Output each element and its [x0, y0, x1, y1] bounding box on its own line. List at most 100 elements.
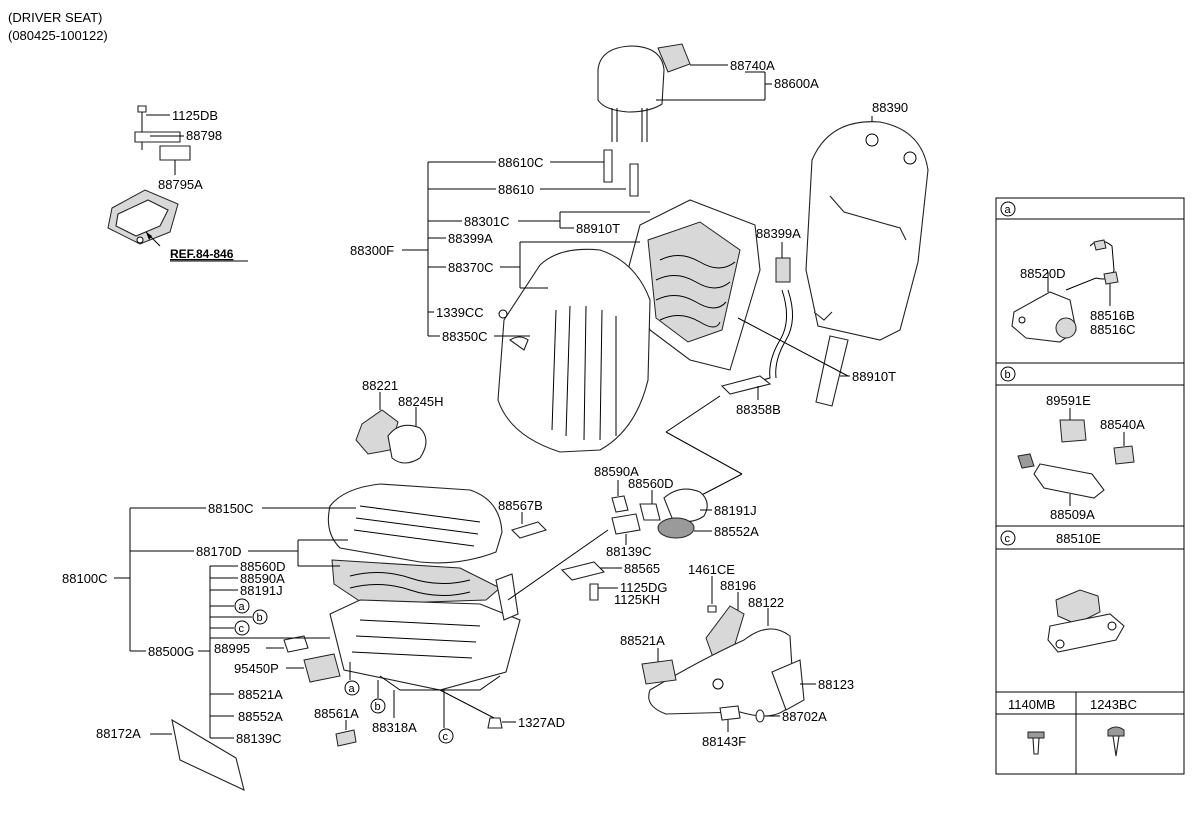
- part-88995-drawing: [283, 635, 309, 653]
- legend-callout-c-text: c: [1005, 533, 1011, 545]
- label-88552A-left: 88552A: [238, 709, 283, 724]
- label-88100C: 88100C: [62, 571, 108, 586]
- label-88399A-left: 88399A: [448, 231, 493, 246]
- label-88740A: 88740A: [730, 58, 775, 73]
- legend-callout-a-text: a: [1005, 204, 1012, 216]
- label-1125KH: 1125KH: [614, 592, 660, 607]
- label-88390: 88390: [872, 100, 908, 115]
- seatback-cushion-drawing: [497, 248, 651, 453]
- module-89591E-drawing: [1017, 419, 1135, 499]
- label-88567B: 88567B: [498, 498, 543, 513]
- part-88172A-drawing: [171, 718, 245, 791]
- label-88139C-left: 88139C: [236, 731, 282, 746]
- callout-b-frame-text: b: [375, 701, 381, 713]
- legend-88516C: 88516C: [1090, 322, 1136, 337]
- reference-link[interactable]: REF.84-846: [170, 247, 234, 261]
- label-88798: 88798: [186, 128, 222, 143]
- motor-88520D-drawing: [1011, 239, 1119, 343]
- label-88245H: 88245H: [398, 394, 444, 409]
- callout-c-frame-text: c: [443, 731, 449, 743]
- label-88196: 88196: [720, 578, 756, 593]
- label-88610: 88610: [498, 182, 534, 197]
- legend-callout-b-text: b: [1005, 369, 1011, 381]
- legend-screw-1243BC: 1243BC: [1090, 697, 1137, 712]
- legend-88516B: 88516B: [1090, 308, 1135, 323]
- diagram-date-range: (080425-100122): [8, 28, 108, 43]
- bracket-assembly-drawing: [107, 105, 191, 247]
- callout-b-frame: [370, 698, 386, 714]
- legend-callout-b: [1000, 366, 1016, 382]
- callout-c-left: [234, 620, 250, 636]
- label-88191J-right: 88191J: [714, 503, 757, 518]
- label-88221: 88221: [362, 378, 398, 393]
- callout-a-left-text: a: [239, 601, 246, 613]
- legend-screw-1140MB: 1140MB: [1008, 697, 1055, 712]
- label-88521A-left: 88521A: [238, 687, 283, 702]
- label-88143F: 88143F: [702, 734, 746, 749]
- label-88139C-right: 88139C: [606, 544, 652, 559]
- label-88170D: 88170D: [196, 544, 242, 559]
- legend-88510E: 88510E: [1056, 531, 1101, 546]
- label-1461CE: 1461CE: [688, 562, 735, 577]
- back-panel-drawing: [805, 121, 929, 341]
- label-88172A: 88172A: [96, 726, 141, 741]
- label-88521A-right: 88521A: [620, 633, 665, 648]
- label-88995: 88995: [214, 641, 250, 656]
- label-88561A: 88561A: [314, 706, 359, 721]
- label-88370C: 88370C: [448, 260, 494, 275]
- label-88399A-right: 88399A: [756, 226, 801, 241]
- screw-1140MB-icon: [1027, 731, 1045, 755]
- motor-88510E-drawing: [1047, 589, 1125, 653]
- callout-a-frame: [344, 680, 360, 696]
- callout-a-frame-text: a: [349, 683, 356, 695]
- legend-panel: [995, 197, 1185, 775]
- seat-cushion-drawing: [327, 483, 503, 605]
- label-1327AD: 1327AD: [518, 715, 565, 730]
- label-88300F: 88300F: [350, 243, 394, 258]
- label-88123: 88123: [818, 677, 854, 692]
- callout-b-left-text: b: [257, 612, 263, 624]
- label-88590A-top: 88590A: [594, 464, 639, 479]
- part-88565-drawing: [560, 561, 606, 581]
- legend-callout-a: [1000, 201, 1016, 217]
- label-88358B: 88358B: [736, 402, 781, 417]
- wiring-harness-drawing: [720, 257, 793, 395]
- seat-frame-drawing: [329, 573, 521, 691]
- bolt-1125DG-drawing: [589, 583, 599, 601]
- diagram-title: (DRIVER SEAT): [8, 10, 102, 25]
- label-88560D-left: 88560D: [240, 559, 286, 574]
- legend-callout-c: [1000, 530, 1016, 546]
- label-88560D-top: 88560D: [628, 476, 674, 491]
- label-88318A: 88318A: [372, 720, 417, 735]
- label-88150C: 88150C: [208, 501, 254, 516]
- label-88301C: 88301C: [464, 214, 510, 229]
- label-88910T-right: 88910T: [852, 369, 896, 384]
- side-shield-drawing: [641, 605, 805, 723]
- legend-89591E: 89591E: [1046, 393, 1091, 408]
- label-1339CC: 1339CC: [436, 305, 484, 320]
- label-1125DG: 1125DG: [620, 580, 667, 595]
- clip-88567B-drawing: [510, 521, 548, 539]
- legend-88509A: 88509A: [1050, 507, 1095, 522]
- callout-c-frame: [438, 728, 454, 744]
- label-88565: 88565: [624, 561, 660, 576]
- label-88590A-left: 88590A: [240, 571, 285, 586]
- label-88702A: 88702A: [782, 709, 827, 724]
- label-88500G: 88500G: [148, 644, 194, 659]
- label-88350C: 88350C: [442, 329, 488, 344]
- label-88122: 88122: [748, 595, 784, 610]
- legend-88520D: 88520D: [1020, 266, 1066, 281]
- bolt-1327AD-drawing: [487, 717, 503, 729]
- callout-a-left: [234, 598, 250, 614]
- screw-1243BC-icon: [1107, 726, 1125, 757]
- callout-c-left-text: c: [239, 623, 245, 635]
- label-88610C: 88610C: [498, 155, 544, 170]
- label-1125DB: 1125DB: [172, 108, 218, 123]
- label-88910T-top: 88910T: [576, 221, 620, 236]
- part-88561A-drawing: [335, 729, 357, 747]
- legend-88540A: 88540A: [1100, 417, 1145, 432]
- label-88191J-left: 88191J: [240, 583, 283, 598]
- label-88552A-right: 88552A: [714, 524, 759, 539]
